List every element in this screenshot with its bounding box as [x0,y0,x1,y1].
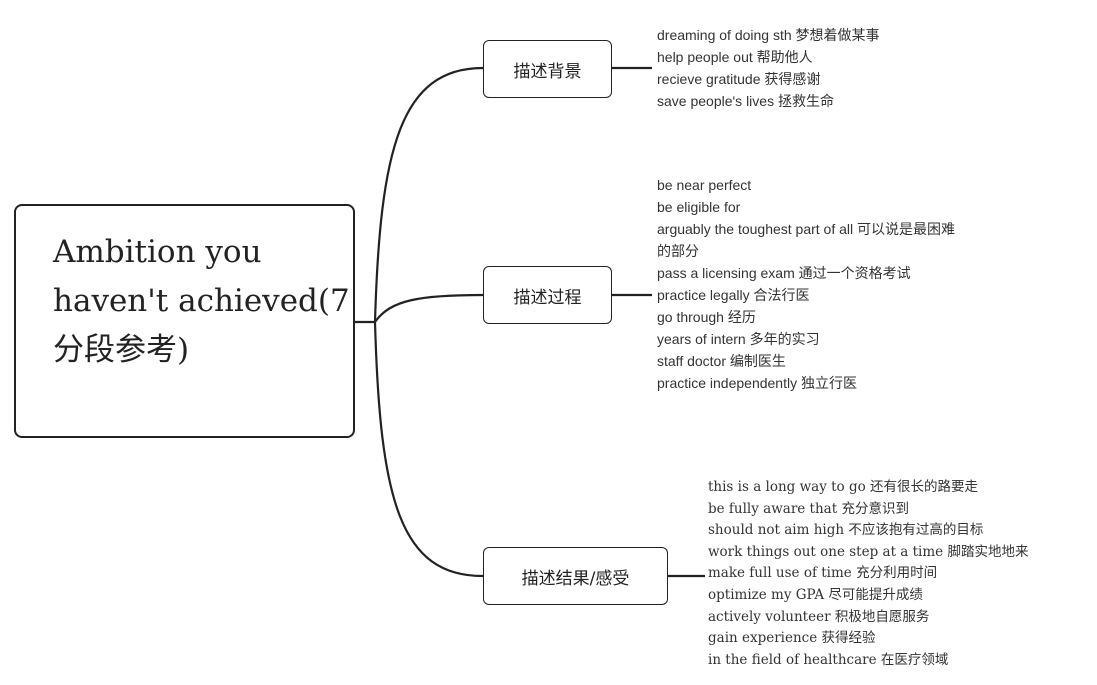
list-item: save people's lives 拯救生命 [657,93,834,109]
list-item: optimize my GPA 尽可能提升成绩 [708,586,923,603]
branch-result[interactable]: 描述结果/感受 [483,547,668,605]
list-item: should not aim high 不应该抱有过高的目标 [708,522,984,539]
list-item: 的部分 [657,243,699,259]
list-item: in the field of healthcare 在医疗领域 [708,651,949,668]
branch-label: 描述结果/感受 [521,568,630,589]
result-items: this is a long way to go 还有很长的路要走 be ful… [708,477,1028,671]
list-item: make full use of time 充分利用时间 [708,565,938,582]
list-item: go through 经历 [657,309,756,325]
list-item: practice independently 独立行医 [657,375,857,391]
branch-process[interactable]: 描述过程 [483,266,612,324]
branch-background[interactable]: 描述背景 [483,40,612,98]
list-item: help people out 帮助他人 [657,49,813,65]
list-item: staff doctor 编制医生 [657,353,786,369]
list-item: practice legally 合法行医 [657,287,810,303]
list-item: this is a long way to go 还有很长的路要走 [708,479,979,495]
list-item: be eligible for [657,199,741,215]
branch-label: 描述背景 [513,61,582,82]
list-item: pass a licensing exam 通过一个资格考试 [657,265,911,281]
connector-background [373,66,484,323]
root-title: Ambition you haven't achieved(7分段参考) [53,234,350,368]
list-item: dreaming of doing sth 梦想着做某事 [657,27,880,43]
list-item: gain experience 获得经验 [708,630,876,647]
list-item: recieve gratitude 获得感谢 [657,71,821,87]
list-item: actively volunteer 积极地自愿服务 [708,608,930,625]
connector-process [374,293,484,323]
list-item: work things out one step at a time 脚踏实地地… [708,543,1029,560]
branch-label: 描述过程 [513,287,582,308]
list-item: be near perfect [657,177,752,193]
connector-result [373,321,484,578]
process-items: be near perfect be eligible for arguably… [657,174,955,394]
list-item: arguably the toughest part of all 可以说是最困… [657,221,956,237]
root-topic[interactable]: Ambition you haven't achieved(7分段参考) [14,204,355,438]
list-item: years of intern 多年的实习 [657,331,820,347]
background-items: dreaming of doing sth 梦想着做某事 help people… [657,24,880,112]
list-item: be fully aware that 充分意识到 [708,500,909,517]
